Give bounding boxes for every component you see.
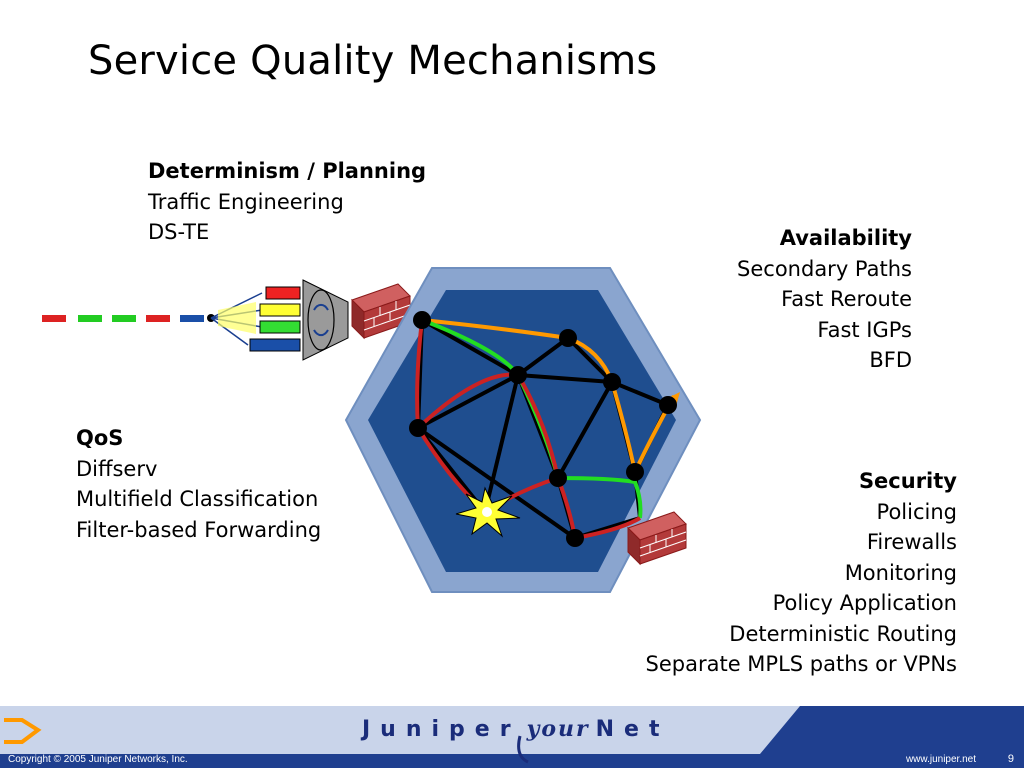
qos-heading: QoS: [76, 426, 124, 450]
availability-item: BFD: [869, 348, 912, 372]
security-heading: Security: [858, 469, 957, 493]
determinism-heading: Determinism / Planning: [148, 159, 427, 183]
determinism-item: Traffic Engineering: [148, 189, 344, 214]
firewall-icon: [351, 283, 411, 340]
brand-right: Net: [595, 717, 670, 742]
page-number: 9: [1007, 753, 1014, 765]
qos-block: QoS Diffserv Multifield Classification F…: [76, 423, 321, 545]
security-item: Policy Application: [772, 591, 957, 615]
network-diagram: [42, 267, 702, 593]
availability-item: Fast Reroute: [781, 287, 912, 311]
firewall-icon: [627, 511, 687, 566]
determinism-block: Determinism / Planning Traffic Engineeri…: [148, 156, 426, 248]
arrow-logo-icon: [4, 718, 42, 744]
security-item: Separate MPLS paths or VPNs: [645, 652, 957, 676]
footer-url[interactable]: www.juniper.net: [905, 754, 976, 765]
footer-graphic: [0, 706, 1024, 768]
scheduler-icon: [302, 279, 349, 361]
brand-left: Juniper: [362, 717, 521, 742]
availability-block: Availability Secondary Paths Fast Rerout…: [737, 223, 912, 376]
traffic-stream: [42, 314, 215, 322]
availability-item: Fast IGPs: [817, 317, 912, 342]
failure-burst-icon: [455, 486, 521, 538]
security-item: Firewalls: [866, 530, 957, 554]
queues: [249, 286, 301, 352]
qos-item: Diffserv: [76, 456, 158, 481]
brand-mid: your: [526, 716, 590, 742]
security-item: Monitoring: [844, 560, 957, 585]
qos-item: Filter-based Forwarding: [76, 517, 322, 542]
qos-item: Multifield Classification: [76, 487, 319, 511]
determinism-item: DS-TE: [148, 220, 210, 244]
security-item: Policing: [876, 499, 957, 524]
security-item: Deterministic Routing: [729, 621, 957, 646]
copyright-text: Copyright © 2005 Juniper Networks, Inc.: [8, 754, 188, 765]
availability-heading: Availability: [779, 226, 912, 250]
network-nodes: [409, 311, 677, 547]
availability-item: Secondary Paths: [737, 256, 912, 281]
security-block: Security Policing Firewalls Monitoring P…: [646, 466, 957, 680]
slide-title: Service Quality Mechanisms: [88, 38, 658, 84]
